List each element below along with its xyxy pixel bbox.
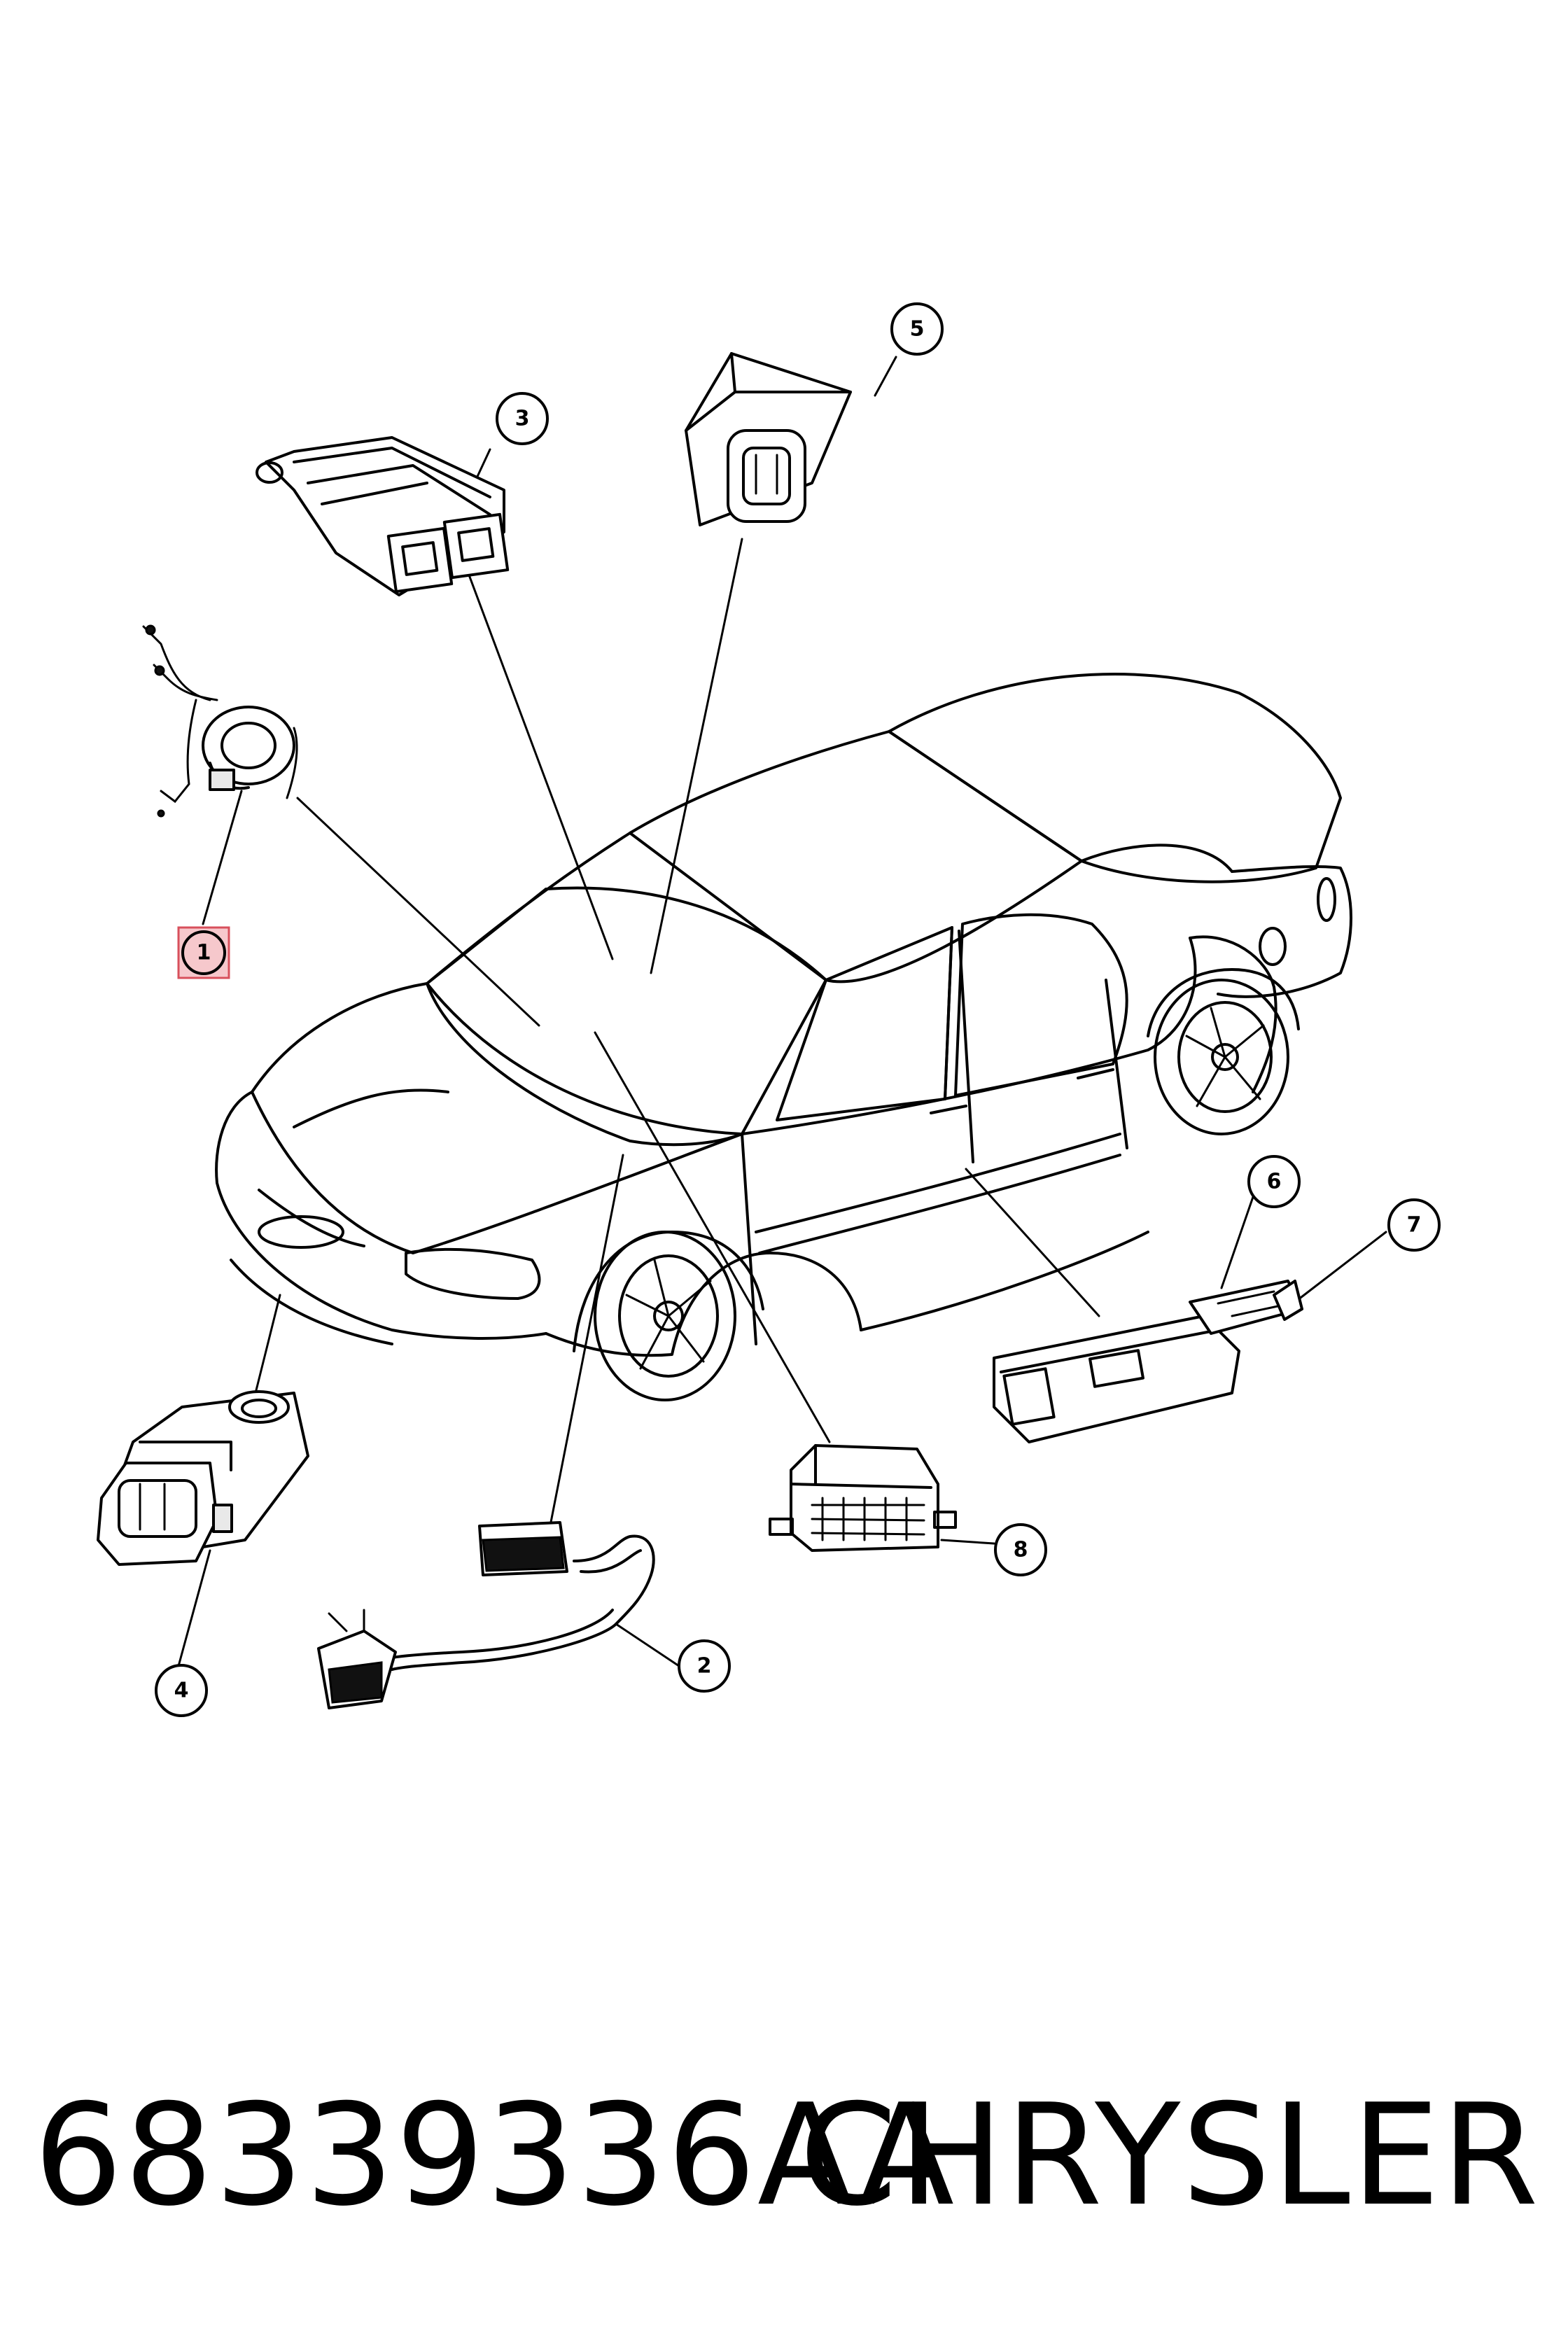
- part-2-wire-harness: [317, 1521, 655, 1709]
- callout-7-label: 7: [1407, 1213, 1422, 1238]
- callout-5-label: 5: [910, 317, 925, 342]
- callout-6-label: 6: [1267, 1170, 1282, 1194]
- part-5-sensor-box: [685, 352, 852, 526]
- callout-1[interactable]: 1: [177, 926, 230, 979]
- callout-6[interactable]: 6: [1247, 1155, 1301, 1208]
- callout-7[interactable]: 7: [1387, 1198, 1441, 1252]
- callout-8-label: 8: [1014, 1538, 1028, 1562]
- part-1-clockspring: [142, 624, 298, 818]
- callout-5[interactable]: 5: [890, 302, 944, 356]
- brand-name: CHRYSLER: [799, 2074, 1540, 2237]
- part-number: 68339336AA: [34, 2074, 956, 2237]
- part-8-occupant-restraint-module: [769, 1444, 957, 1552]
- part-6-7-seat-sensor: [993, 1280, 1303, 1443]
- leader-lines: [177, 356, 1387, 1667]
- callout-3[interactable]: 3: [496, 392, 549, 445]
- callout-8[interactable]: 8: [994, 1523, 1047, 1576]
- callout-4[interactable]: 4: [155, 1664, 208, 1717]
- part-3-control-module: [255, 436, 510, 596]
- callout-2-label: 2: [697, 1654, 712, 1679]
- vehicle-sedan: [215, 673, 1352, 1401]
- part-4-impact-sensor: [97, 1390, 309, 1566]
- callout-4-label: 4: [174, 1679, 189, 1703]
- callout-3-label: 3: [515, 407, 530, 431]
- callout-2[interactable]: 2: [678, 1639, 731, 1693]
- callout-1-label: 1: [197, 941, 211, 965]
